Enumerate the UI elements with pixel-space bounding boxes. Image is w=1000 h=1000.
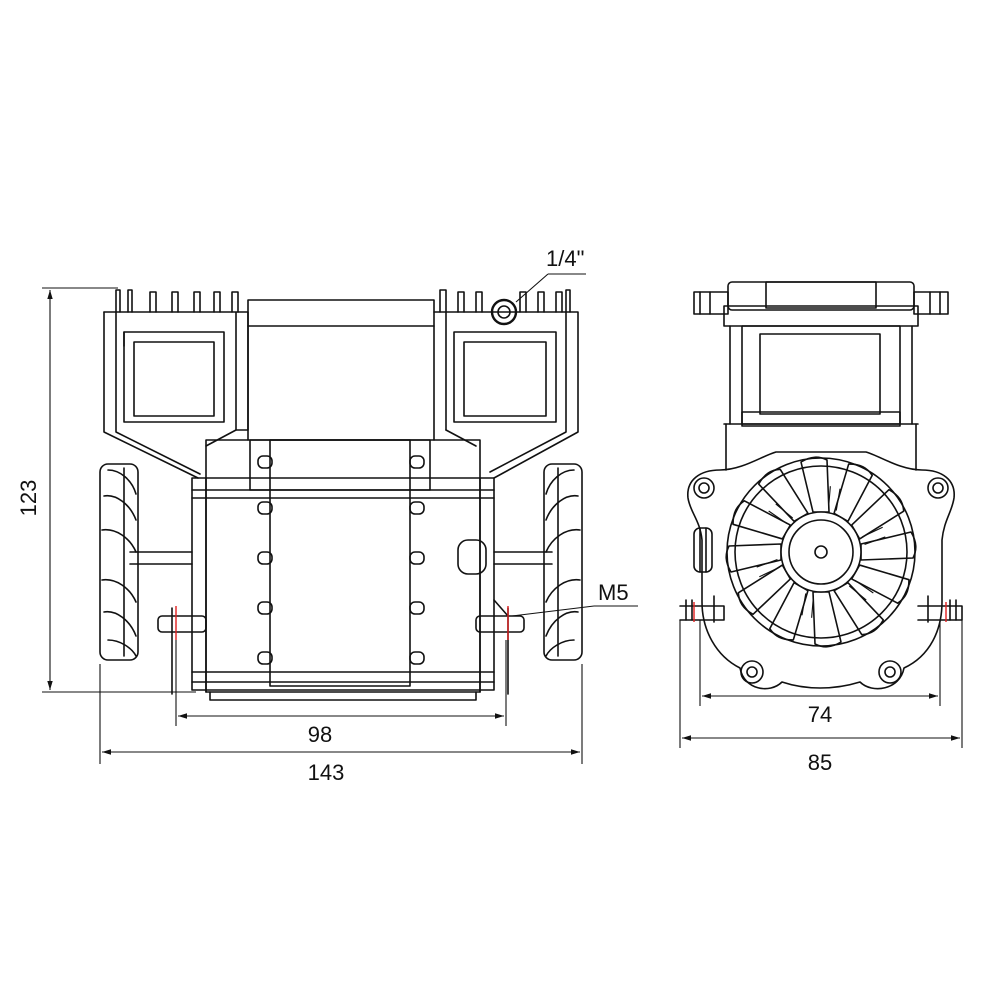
motor-housing [687, 451, 955, 690]
side-feet [679, 595, 963, 623]
motor-body [129, 439, 553, 701]
mount-spacing-dimension [175, 640, 507, 726]
height-dimension [42, 287, 196, 693]
side-overall-width-dimension [679, 620, 963, 748]
overall-width-dimension [99, 664, 583, 764]
side-view: 74 85 [679, 281, 963, 775]
port-fitting [490, 273, 586, 326]
center-tube [247, 299, 435, 441]
left-fan [99, 463, 139, 661]
right-head-fins [439, 289, 571, 313]
side-mount-spacing-label: 74 [808, 702, 832, 727]
overall-width-label: 143 [308, 760, 345, 785]
thread-callout-leader [511, 605, 638, 617]
side-overall-width-label: 85 [808, 750, 832, 775]
side-fan [725, 456, 917, 648]
side-mount-spacing-dimension [699, 620, 941, 706]
vent-slots-right [409, 455, 425, 665]
front-view: 1/4" [16, 246, 638, 785]
side-head [693, 281, 949, 471]
left-head-fins [115, 289, 239, 313]
right-fan [543, 463, 583, 661]
height-dimension-label: 123 [16, 480, 41, 517]
left-head [103, 311, 249, 479]
vent-slots-left [257, 455, 273, 665]
thread-size-label: M5 [598, 580, 629, 605]
mount-spacing-label: 98 [308, 722, 332, 747]
fan-blade [800, 456, 830, 513]
right-head [433, 311, 579, 479]
mounting-feet [157, 599, 525, 695]
port-size-label: 1/4" [546, 246, 584, 271]
